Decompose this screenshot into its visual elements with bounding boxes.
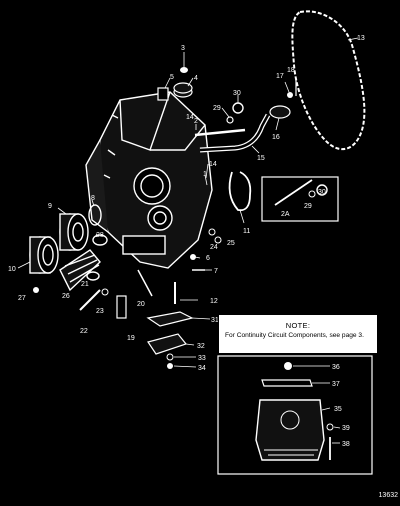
callout-28: 28	[96, 232, 104, 239]
callout-11: 11	[243, 228, 250, 235]
callout-2a: 2A	[281, 211, 290, 218]
callout-38: 38	[342, 441, 350, 448]
callout-22: 22	[80, 328, 88, 335]
callout-15: 15	[257, 155, 265, 162]
callout-10: 10	[8, 266, 16, 273]
callout-29: 29	[213, 105, 221, 112]
callout-6: 6	[206, 255, 210, 262]
callout-12: 12	[210, 298, 218, 305]
gasket-37	[261, 379, 313, 387]
callout-3: 3	[181, 45, 185, 52]
bolt-17	[287, 92, 293, 98]
nut-6	[190, 254, 196, 260]
callout-24: 24	[210, 244, 218, 251]
cap-3	[180, 67, 188, 73]
callout-7: 7	[214, 268, 218, 275]
callout-36: 36	[332, 364, 340, 371]
hose-11	[228, 171, 252, 212]
callout-21: 21	[81, 281, 89, 288]
inset-2a-box	[261, 176, 339, 222]
callout-30: 30	[233, 90, 241, 97]
ring-28	[92, 234, 108, 246]
callout-14: 14	[186, 114, 194, 121]
washer-29	[226, 116, 234, 124]
bolt-22	[79, 289, 101, 311]
washer-23	[101, 288, 109, 296]
bearing-9	[59, 213, 89, 251]
washer-24	[208, 228, 216, 236]
note-box: NOTE: For Continuity Circuit Components,…	[218, 314, 378, 354]
sleeve-19	[116, 295, 127, 319]
callout-30b: 30	[318, 189, 326, 196]
callout-20: 20	[137, 301, 145, 308]
block-32	[147, 333, 188, 355]
gasket-13	[291, 10, 366, 151]
callout-37: 37	[332, 381, 340, 388]
note-title: NOTE:	[285, 321, 311, 330]
ring-21	[86, 271, 100, 281]
callout-27: 27	[18, 295, 26, 302]
callout-39: 39	[342, 425, 350, 432]
washer-33	[166, 353, 174, 361]
callout-32: 32	[197, 343, 205, 350]
callout-31: 31	[211, 317, 219, 324]
callout-23: 23	[96, 308, 104, 315]
clamp-30	[232, 102, 244, 114]
seal-8	[88, 204, 102, 226]
shaft-2	[194, 128, 246, 137]
callout-35: 35	[334, 406, 342, 413]
callout-33: 33	[198, 355, 206, 362]
callout-18: 18	[287, 67, 295, 74]
callout-2: 2	[194, 118, 198, 125]
callout-16: 16	[272, 134, 280, 141]
callout-26: 26	[62, 293, 70, 300]
callout-25: 25	[227, 240, 235, 247]
cap-5	[157, 87, 169, 101]
grommet-4	[173, 82, 193, 98]
callout-17: 17	[276, 73, 284, 80]
callout-9: 9	[48, 203, 52, 210]
callout-8: 8	[91, 195, 95, 202]
callout-34: 34	[198, 365, 206, 372]
cap-36	[284, 362, 292, 370]
callout-19: 19	[127, 335, 135, 342]
washer-39	[326, 423, 334, 431]
figure-number: 13632	[378, 492, 398, 499]
ring-10	[29, 236, 59, 274]
callout-29b: 29	[304, 203, 312, 210]
note-text: For Continuity Circuit Components, see p…	[225, 332, 364, 339]
pin-20	[137, 269, 153, 297]
callout-14b: 14	[209, 161, 217, 168]
nut-34	[167, 363, 173, 369]
bellows-26	[59, 249, 101, 292]
bell-housing	[85, 91, 213, 269]
callout-labels: 3 4 5 14 2 13 17 18 29 30 16 15 14 1 11 …	[8, 35, 365, 448]
gasket-31	[146, 311, 194, 327]
washer-25	[214, 236, 222, 244]
callout-13: 13	[357, 35, 365, 42]
cover-35	[255, 399, 325, 461]
flange-16	[269, 105, 291, 119]
callout-4: 4	[194, 75, 198, 82]
callout-1: 1	[203, 171, 207, 178]
nut-27	[33, 287, 39, 293]
callout-5: 5	[170, 74, 174, 81]
